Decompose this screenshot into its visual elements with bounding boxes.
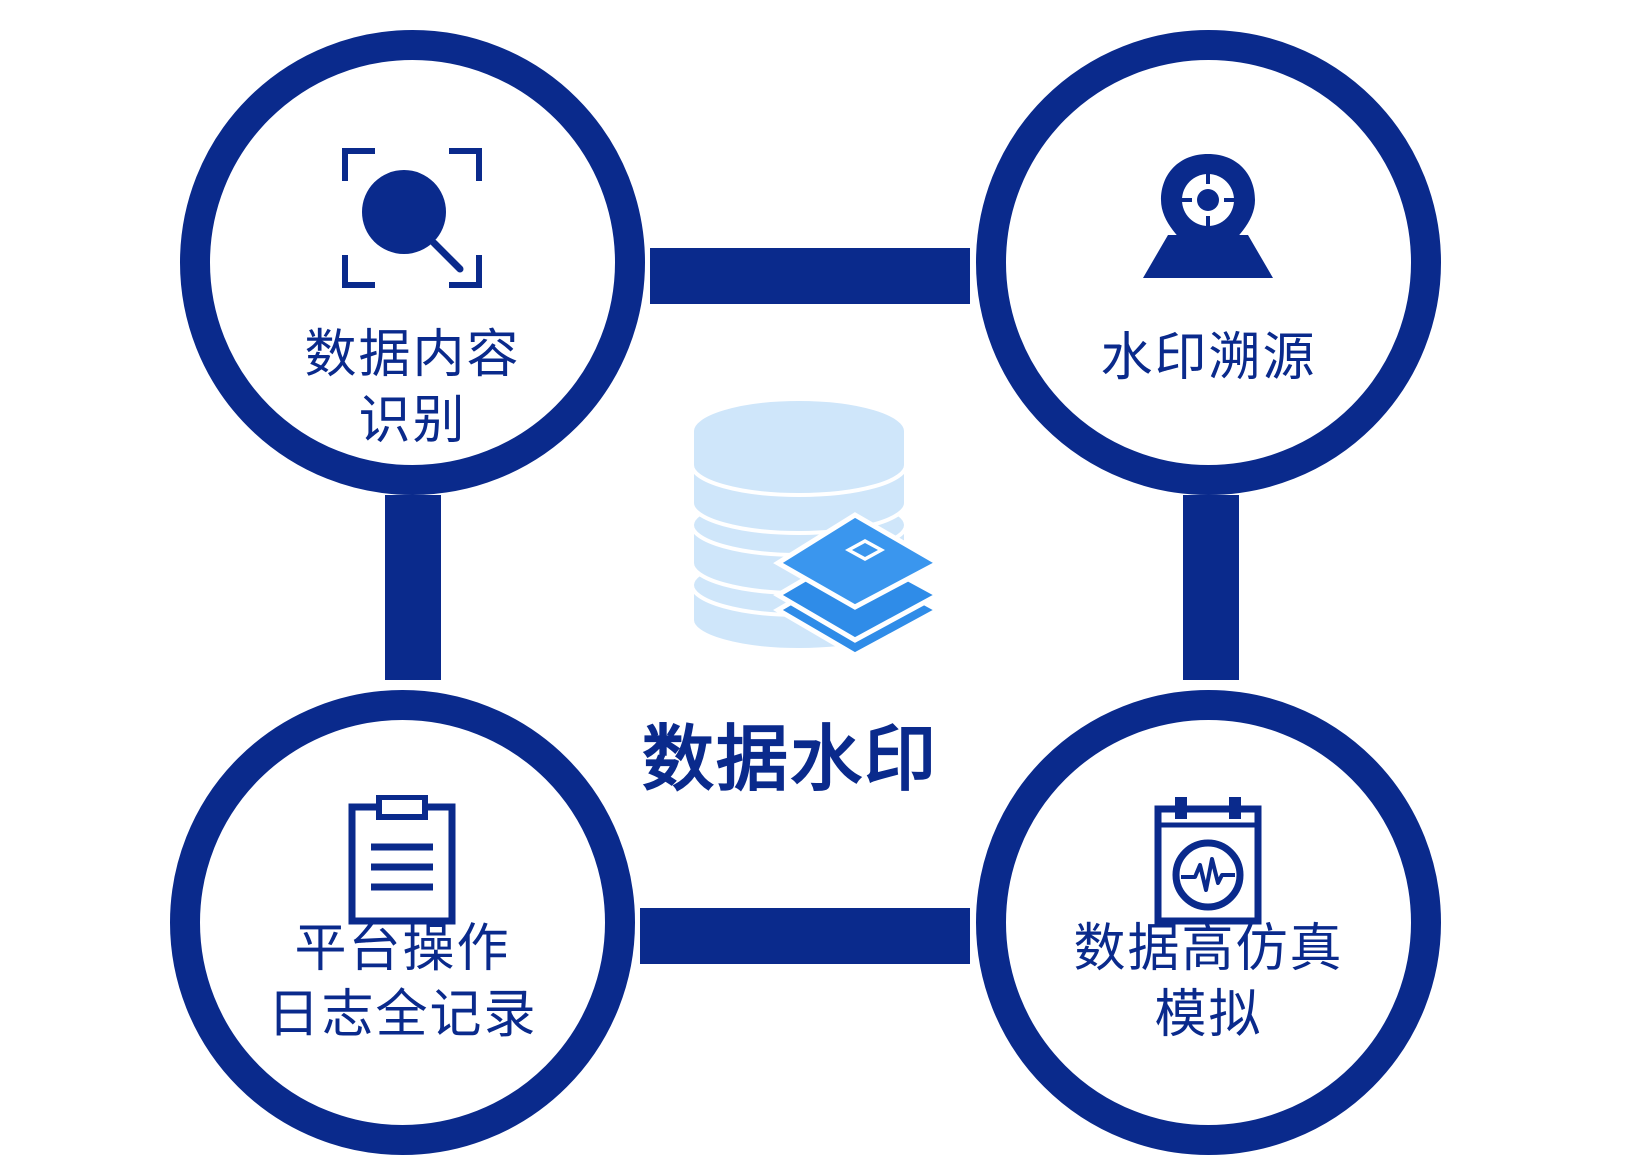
connector-bottom: [640, 908, 970, 964]
connector-right: [1183, 495, 1239, 680]
center-title: 数据水印: [641, 717, 938, 801]
node-label-line: 水印溯源: [1100, 328, 1317, 388]
connector-top: [650, 248, 970, 304]
node-data-content-recognition: 数据内容 识别: [180, 30, 645, 495]
node-label-line: 日志全记录: [267, 985, 538, 1045]
node-label-line: 模拟: [1154, 985, 1263, 1045]
node-high-fidelity-simulation: 数据高仿真 模拟: [976, 690, 1441, 1155]
node-label-line: 平台操作: [294, 919, 511, 979]
calendar-heartbeat-icon: [1154, 797, 1262, 925]
scan-search-icon: [342, 148, 482, 288]
node-label-line: 识别: [358, 391, 467, 451]
location-pin-map-icon: [1143, 154, 1273, 278]
node-label-line: 数据内容: [304, 325, 521, 385]
node-label-line: 数据高仿真: [1073, 919, 1344, 979]
connector-left: [385, 495, 441, 680]
database-watermark-icon: [690, 397, 940, 658]
clipboard-list-icon: [348, 795, 456, 925]
node-watermark-tracing: 水印溯源: [976, 30, 1441, 495]
